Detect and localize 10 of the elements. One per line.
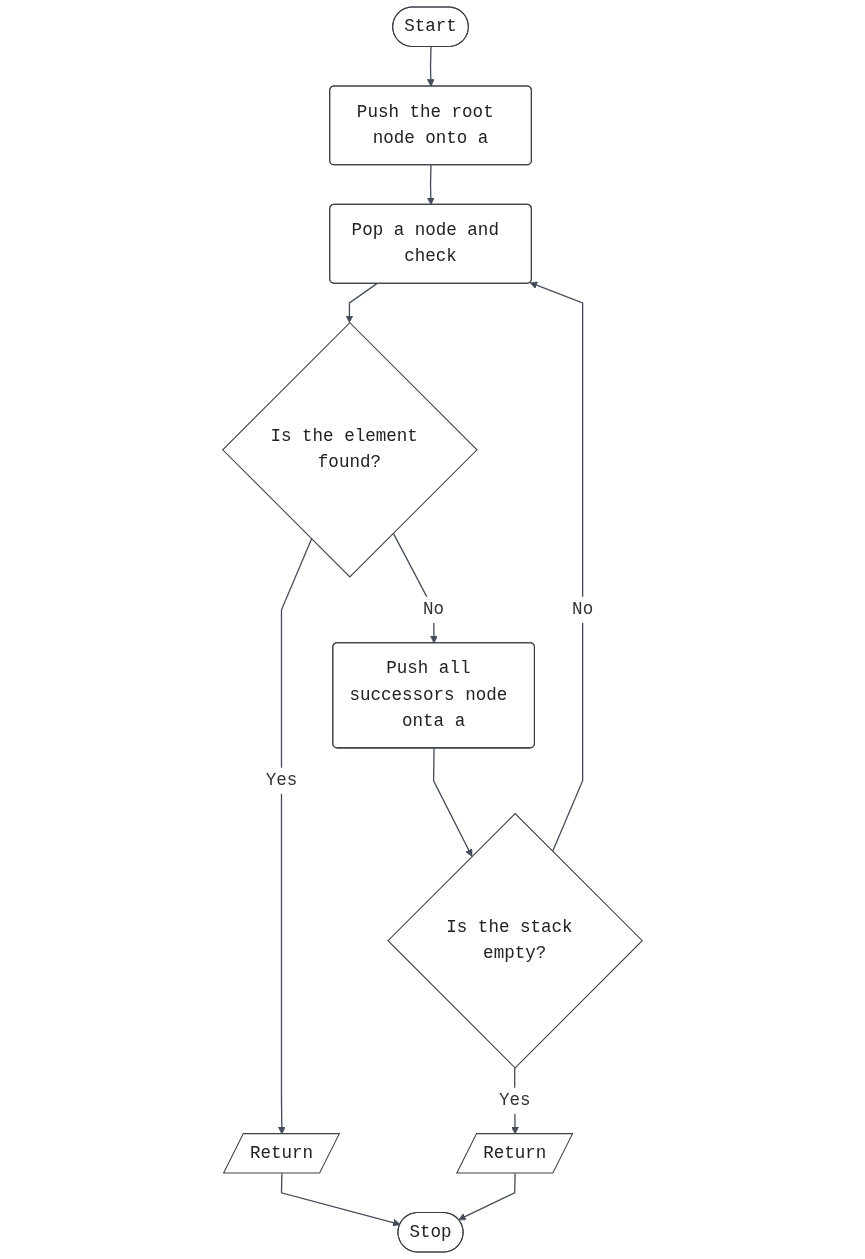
edge-label: Yes <box>498 1090 531 1111</box>
arrow <box>432 747 473 857</box>
arrow <box>426 46 435 87</box>
node-diamond: Is the stack empty? <box>387 812 643 1069</box>
edge-label: No <box>572 599 594 620</box>
node-diamond: Is the element found? <box>222 321 478 578</box>
edge-label: Yes <box>265 770 298 791</box>
arrow <box>345 282 378 323</box>
arrow <box>426 164 435 206</box>
edge-label: No <box>423 599 445 620</box>
